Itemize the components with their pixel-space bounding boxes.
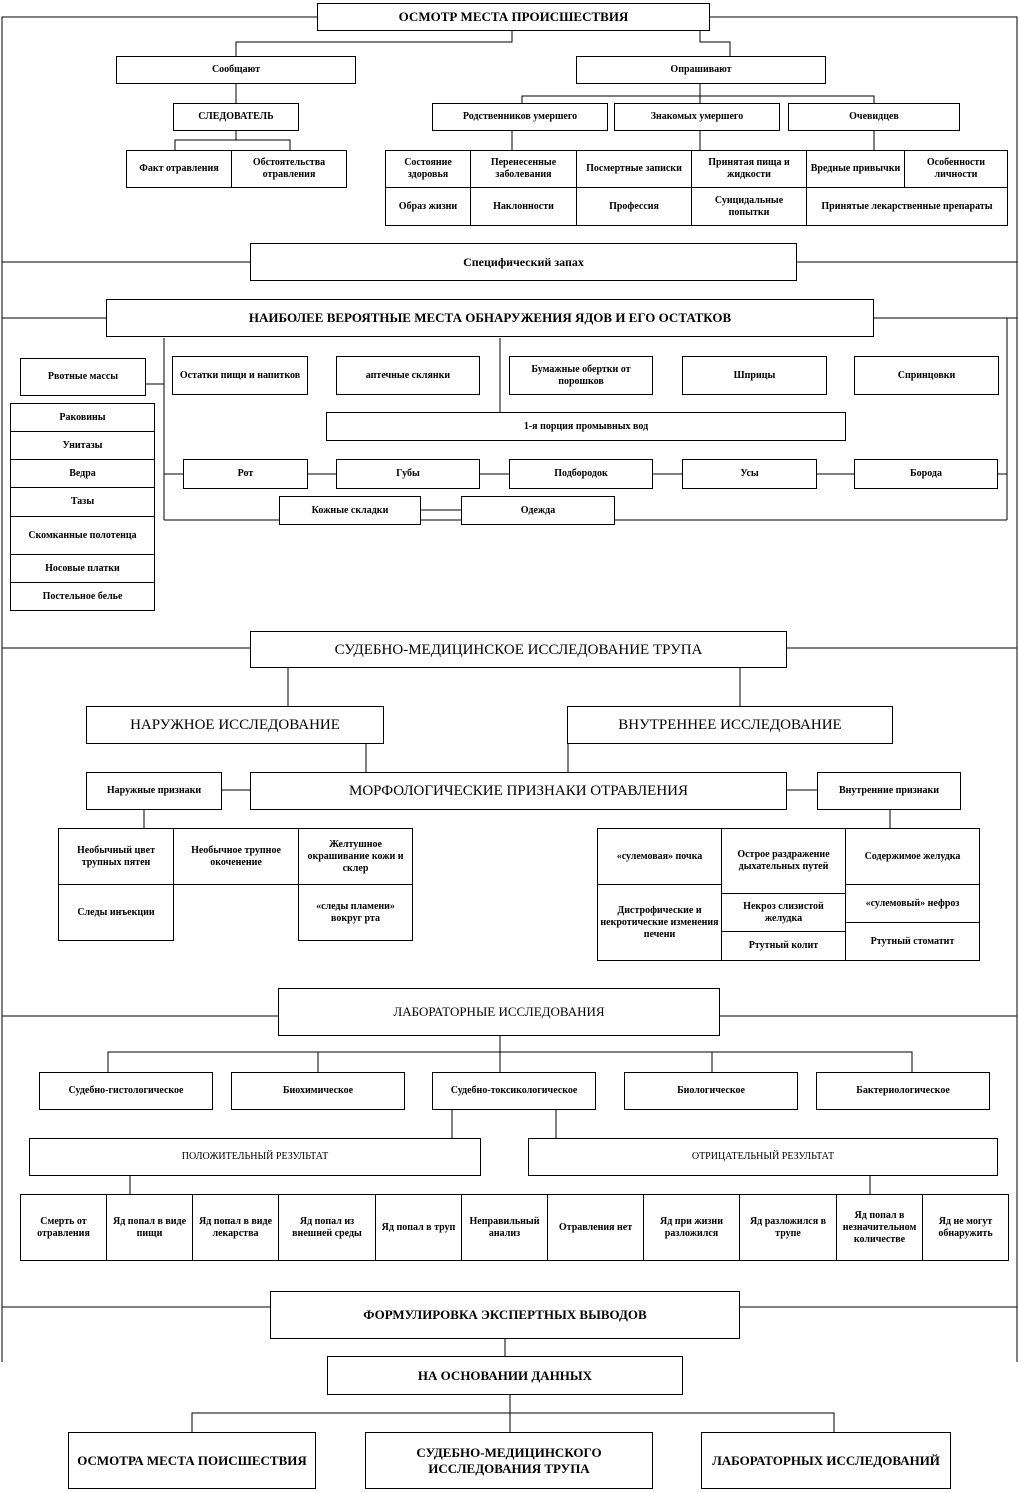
info-cell: Профессия [576,187,692,226]
investigator-box: СЛЕДОВАТЕЛЬ [173,103,299,131]
container-cell: Тазы [10,487,155,517]
container-cell: Постельное белье [10,582,155,611]
neg-result: Яд разложился в трупе [739,1194,837,1261]
lab-type-box: Биологическое [624,1072,798,1110]
place-box: аптечные склянки [336,356,480,395]
source-box: ЛАБОРАТОРНЫХ ИССЛЕДОВАНИЙ [701,1432,951,1489]
positive-box: ПОЛОЖИТЕЛЬНЫЙ РЕЗУЛЬТАТ [29,1138,481,1176]
int-item: Ртутный стоматит [845,922,980,961]
circumstances-box: Обстоятельства отравления [231,150,347,188]
ext-item: Следы инъекции [58,884,174,941]
scene-title-box: ОСМОТР МЕСТА ПРОИСШЕСТВИЯ [317,3,710,31]
neg-result: Отравления нет [547,1194,644,1261]
report-box: Сообщают [116,56,356,84]
ext-item: «следы пламени» вокруг рта [298,884,413,941]
info-cell: Особенности личности [904,150,1008,188]
ext-item: Необычный цвет трупных пятен [58,828,174,885]
pos-result: Яд попал в труп [375,1194,462,1261]
internal-box: ВНУТРЕННЕЕ ИССЛЕДОВАНИЕ [567,706,893,744]
interview-box: Опрашивают [576,56,826,84]
info-cell: Принятая пища и жидкости [691,150,807,188]
lab-title-box: ЛАБОРАТОРНЫЕ ИССЛЕДОВАНИЯ [278,988,720,1036]
int-item: «сулемовая» почка [597,828,722,885]
int-item: Острое раздражение дыхательных путей [721,828,846,894]
lab-type-box: Бактериологическое [816,1072,990,1110]
lab-type-box: Судебно-гистологическое [39,1072,213,1110]
conclusion-title-box: ФОРМУЛИРОВКА ЭКСПЕРТНЫХ ВЫВОДОВ [270,1291,740,1339]
info-cell: Суицидальные попытки [691,187,807,226]
container-cell: Скомканные полотенца [10,516,155,555]
neg-result: Яд при жизни разложился [643,1194,740,1261]
pos-result: Яд попал из внешней среды [278,1194,376,1261]
ext-signs-box: Наружные признаки [86,772,222,810]
neg-result: Яд не могут обнаружить [922,1194,1009,1261]
external-box: НАРУЖНОЕ ИССЛЕДОВАНИЕ [86,706,384,744]
place-box: Шприцы [682,356,827,395]
lab-type-box: Судебно-токсикологическое [432,1072,596,1110]
places-title-box: НАИБОЛЕЕ ВЕРОЯТНЫЕ МЕСТА ОБНАРУЖЕНИЯ ЯДО… [106,299,874,337]
clothes-box: Одежда [461,496,615,525]
body-box: Борода [854,459,998,489]
witnesses-box: Очевидцев [788,103,960,131]
smell-box: Специфический запах [250,243,797,281]
place-box: Остатки пищи и напитков [172,356,308,395]
relatives-box: Родственников умершего [432,103,608,131]
pos-result: Яд попал в виде лекарства [192,1194,279,1261]
info-cell: Состояние здоровья [385,150,471,188]
body-box: Губы [336,459,480,489]
autopsy-title-box: СУДЕБНО-МЕДИЦИНСКОЕ ИССЛЕДОВАНИЕ ТРУПА [250,631,787,668]
pos-result: Неправильный анализ [461,1194,548,1261]
skinfolds-box: Кожные складки [279,496,421,525]
lab-type-box: Биохимическое [231,1072,405,1110]
int-item: Дистрофические и некротические изменения… [597,884,722,961]
info-cell: Наклонности [470,187,577,226]
negative-box: ОТРИЦАТЕЛЬНЫЙ РЕЗУЛЬТАТ [528,1138,998,1176]
fact-box: Факт отравления [126,150,232,188]
info-cell: Образ жизни [385,187,471,226]
info-cell: Вредные привычки [806,150,905,188]
wash-box: 1-я порция промывных вод [326,412,846,441]
ext-item: Необычное трупное окоченение [173,828,299,885]
info-cell: Принятые лекарственные препараты [806,187,1008,226]
int-item: «сулемовый» нефроз [845,884,980,923]
int-item: Содержимое желудка [845,828,980,885]
body-box: Рот [183,459,308,489]
vomit-box: Рвотные массы [20,358,146,396]
neg-result: Яд попал в незначительном количестве [836,1194,923,1261]
container-cell: Носовые платки [10,554,155,583]
source-box: ОСМОТРА МЕСТА ПОИСШЕСТВИЯ [68,1432,316,1489]
pos-result: Яд попал в виде пищи [106,1194,193,1261]
container-cell: Унитазы [10,431,155,460]
info-cell: Перенесенные заболевания [470,150,577,188]
place-box: Спринцовки [854,356,999,395]
int-signs-box: Внутренние признаки [817,772,961,810]
basis-box: НА ОСНОВАНИИ ДАННЫХ [327,1356,683,1395]
place-box: Бумажные обертки от порошков [509,356,653,395]
morph-box: МОРФОЛОГИЧЕСКИЕ ПРИЗНАКИ ОТРАВЛЕНИЯ [250,772,787,810]
int-item: Некроз слизистой желудка [721,893,846,932]
int-item: Ртутный колит [721,931,846,961]
info-cell: Посмертные записки [576,150,692,188]
pos-result: Смерть от отравления [20,1194,107,1261]
source-box: СУДЕБНО-МЕДИЦИНСКОГО ИССЛЕДОВАНИЯ ТРУПА [365,1432,653,1489]
container-cell: Раковины [10,403,155,432]
acquaintances-box: Знакомых умершего [614,103,780,131]
body-box: Подбородок [509,459,653,489]
container-cell: Ведра [10,459,155,488]
ext-item: Желтушное окрашивание кожи и склер [298,828,413,885]
body-box: Усы [682,459,817,489]
